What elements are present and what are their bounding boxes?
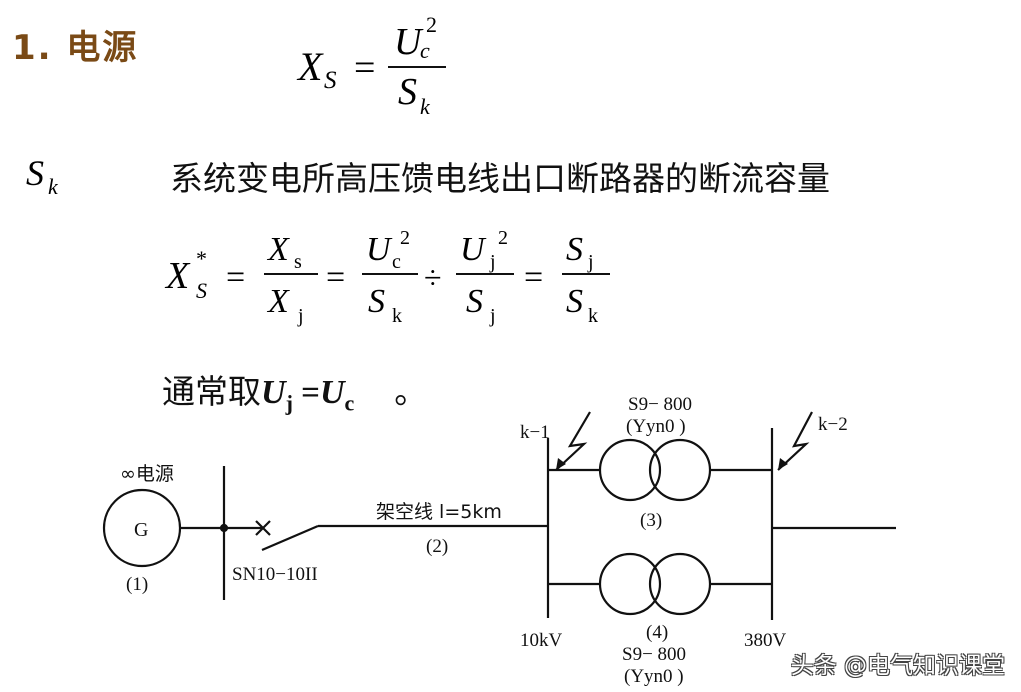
line-label: 架空线 l=5km xyxy=(376,501,502,523)
t1-number: (3) xyxy=(640,510,662,531)
f2-div: ÷ xyxy=(424,259,442,295)
fault-label-k2: k−2 xyxy=(818,414,848,435)
f2-eq1: = xyxy=(226,259,245,296)
fault-label-k1: k−1 xyxy=(520,422,550,443)
note-u1-sub: j xyxy=(285,390,293,416)
bus-380v-label: 380V xyxy=(744,630,787,651)
f2-frac3-num-sup: 2 xyxy=(498,227,508,249)
f2-frac3-num: U xyxy=(460,231,487,268)
f2-frac2-den-sub: k xyxy=(392,305,402,327)
breaker-blade xyxy=(261,524,319,552)
fault-arrowhead-k1 xyxy=(556,458,566,470)
f2-frac1-num: X xyxy=(266,231,290,268)
f2-frac1-num-sub: s xyxy=(294,251,302,273)
f1-lhs-sub: S xyxy=(324,67,337,94)
f2-frac3-num-sub: j xyxy=(489,251,496,273)
f1-den: S xyxy=(398,71,417,113)
f2-frac4-num-sub: j xyxy=(587,251,594,273)
generator-label: G xyxy=(134,519,148,541)
f2-frac2-den: S xyxy=(368,283,385,320)
sk-description: 系统变电所高压馈电线出口断路器的断流容量 xyxy=(170,159,830,198)
f2-frac4-den: S xyxy=(566,283,583,320)
note-eq: = xyxy=(292,375,320,411)
note-end: 。 xyxy=(394,372,428,411)
f2-frac2-num-sub: c xyxy=(392,251,401,273)
sk-sym: S xyxy=(26,153,44,193)
sk-symbol: S k xyxy=(26,153,59,199)
f1-num-sup: 2 xyxy=(426,12,437,37)
f2-frac2-num: U xyxy=(366,231,393,268)
f2-eq2: = xyxy=(326,259,345,296)
f1-num-sub: c xyxy=(420,38,430,63)
t1-connection: (Yyn0 ) xyxy=(626,416,686,437)
note-u2-sub: c xyxy=(344,390,355,416)
formula-xs-star: X S * = X s X j = U c 2 S k ÷ U j 2 S j … xyxy=(164,227,610,327)
t1-model: S9− 800 xyxy=(628,394,692,415)
t2-number: (4) xyxy=(646,622,668,643)
fault-arrowhead-k2 xyxy=(778,458,788,470)
source-label: ∞电源 xyxy=(120,463,174,485)
f2-lhs: X xyxy=(164,255,191,297)
fault-arrow-k2 xyxy=(777,411,813,471)
f1-lhs: X xyxy=(296,44,324,89)
t2-winding-primary xyxy=(598,552,662,616)
f2-frac3-den-sub: j xyxy=(489,305,496,327)
t2-connection: (Yyn0 ) xyxy=(624,666,684,687)
f1-den-sub: k xyxy=(420,94,431,119)
f2-frac1-den: X xyxy=(266,283,290,320)
f2-frac3-den: S xyxy=(466,283,483,320)
formula-xs: X S = U c 2 S k xyxy=(296,12,446,119)
note-u1: U xyxy=(261,374,286,411)
t2-model: S9− 800 xyxy=(622,644,686,665)
section-heading: 1. 电源 xyxy=(12,20,138,69)
note-prefix: 通常取 xyxy=(162,372,261,411)
f2-frac2-num-sup: 2 xyxy=(400,227,410,249)
circuit-diagram: ∞电源 G (1) SN10−10II 架空线 l=5km (2) k−1 k−… xyxy=(102,394,896,687)
bus-10kv-label: 10kV xyxy=(520,630,563,651)
f2-lhs-sup: * xyxy=(196,246,207,271)
fault-arrow-k1 xyxy=(555,411,591,471)
breaker-label: SN10−10II xyxy=(232,564,318,585)
f2-frac4-num: S xyxy=(566,231,583,268)
sk-sub: k xyxy=(48,174,59,199)
f1-num: U xyxy=(394,21,424,63)
t1-winding-primary xyxy=(598,438,662,502)
f2-frac1-den-sub: j xyxy=(297,305,304,327)
section-title: 电源 xyxy=(66,28,139,68)
section-number: 1. xyxy=(12,28,53,68)
note-line: 通常取Uj =Uc。 xyxy=(162,365,427,417)
note-u2: U xyxy=(319,374,345,411)
f2-frac4-den-sub: k xyxy=(588,305,598,327)
line-number: (2) xyxy=(426,536,448,557)
generator-number: (1) xyxy=(126,574,148,595)
watermark: 头条 @电气知识课堂 xyxy=(790,653,1005,679)
breaker-x-b xyxy=(255,520,271,536)
f1-eq: = xyxy=(354,47,375,89)
f2-lhs-sub: S xyxy=(196,278,207,303)
f2-eq3: = xyxy=(524,259,543,296)
